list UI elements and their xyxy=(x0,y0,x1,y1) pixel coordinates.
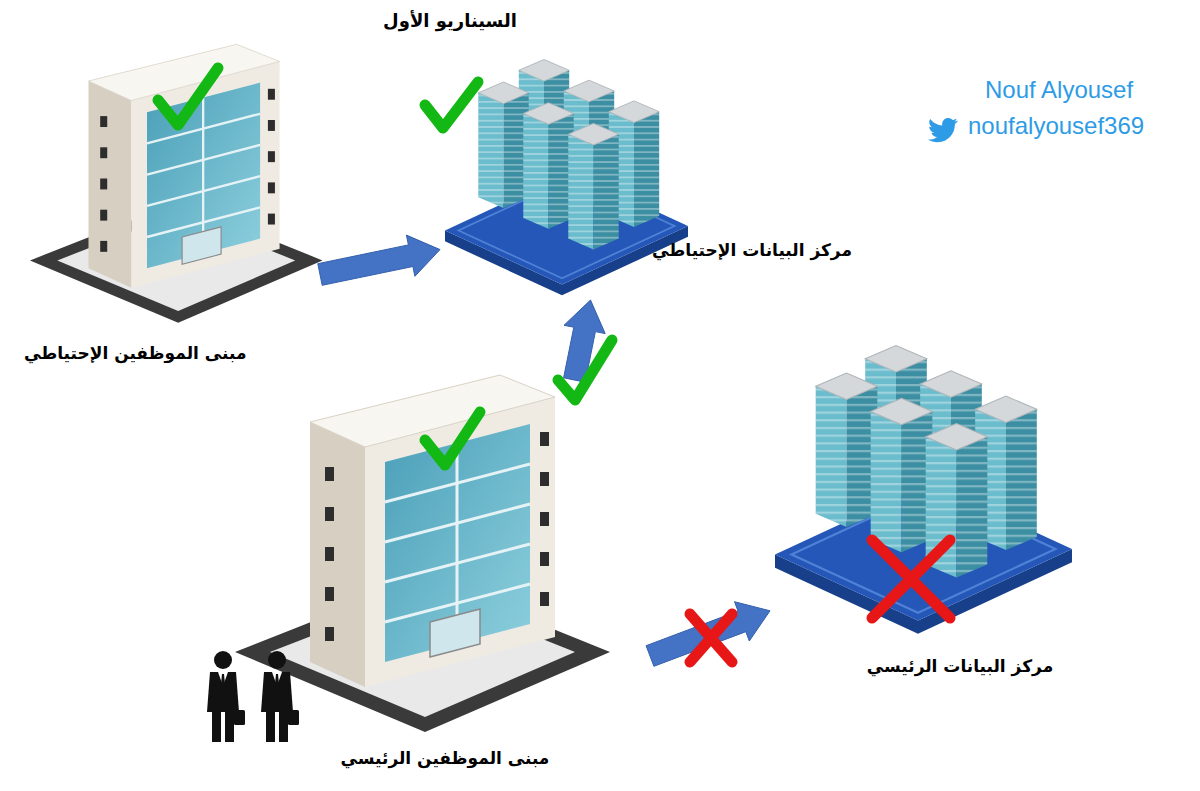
employee-icon xyxy=(261,651,299,742)
cross-mark xyxy=(690,614,732,662)
main-datacenter xyxy=(775,346,1072,634)
diagram-title: السيناريو الأول xyxy=(383,10,517,31)
backup-datacenter xyxy=(445,60,688,296)
node-label: مركز البيانات الرئيسي xyxy=(867,656,1053,676)
illustration-part xyxy=(928,118,958,142)
watermark-text: Nouf Alyousef xyxy=(985,76,1133,104)
main-building xyxy=(235,375,610,732)
backup-building xyxy=(30,44,323,322)
diagram-node: مبنى الموظفين الإحتياطي xyxy=(20,40,320,375)
illustration-part xyxy=(690,540,950,662)
flow-arrow xyxy=(646,602,770,667)
node-label: مبنى الموظفين الرئيسي xyxy=(341,748,550,768)
cross-mark xyxy=(690,614,732,662)
twitter-icon xyxy=(928,118,958,142)
cross-mark xyxy=(872,540,950,618)
illustration-part xyxy=(158,68,612,465)
node-label: مبنى الموظفين الإحتياطي xyxy=(24,343,246,363)
watermark-text: noufalyousef369 xyxy=(968,112,1144,140)
diagram-node: مبنى الموظفين الرئيسي xyxy=(230,380,650,780)
employee-icon xyxy=(207,651,245,742)
check-mark xyxy=(425,412,480,465)
node-label: مركز البيانات الإحتياطي xyxy=(652,240,852,260)
check-mark xyxy=(158,68,218,125)
cross-mark xyxy=(872,540,950,618)
check-mark xyxy=(558,340,612,400)
flow-arrow xyxy=(318,235,440,285)
check-mark xyxy=(425,82,478,128)
diagram-node: مركز البيانات الإحتياطي xyxy=(440,60,870,300)
diagram-node: مركز البيانات الرئيسي xyxy=(770,360,1070,690)
